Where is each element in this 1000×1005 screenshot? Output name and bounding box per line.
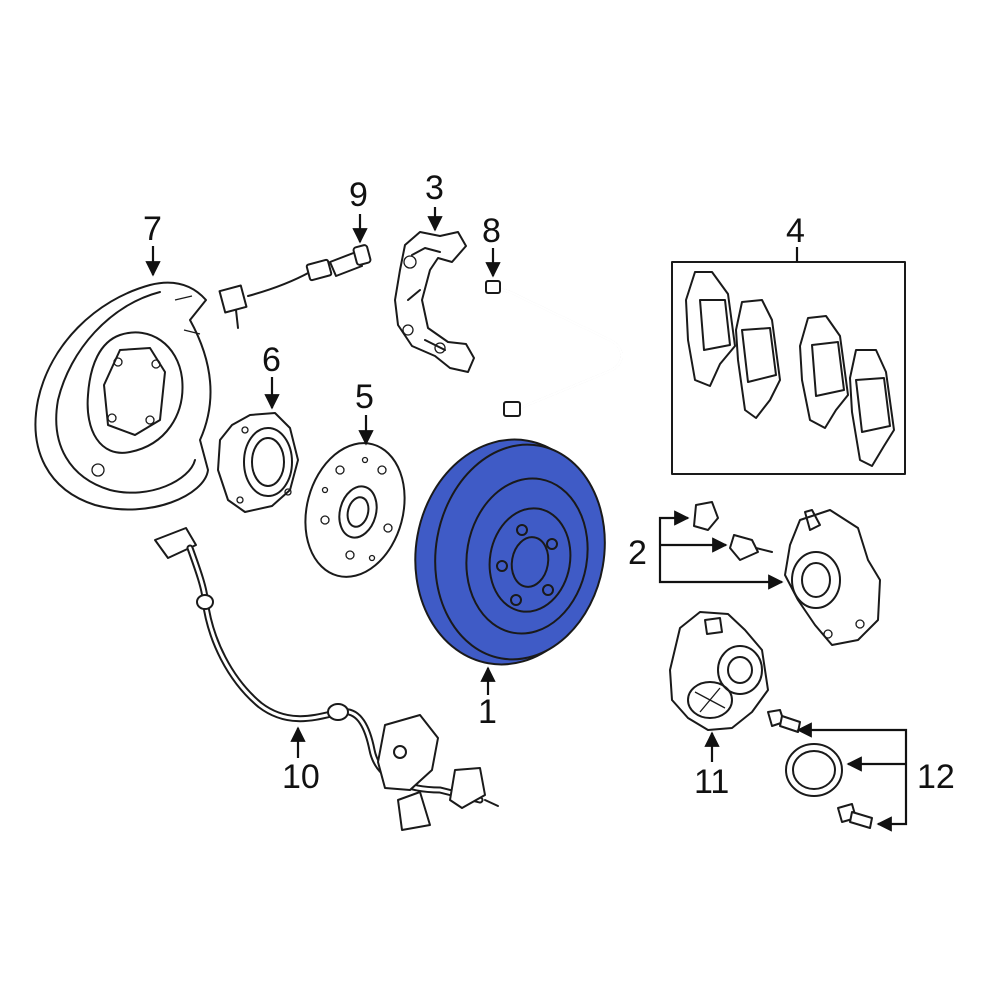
part-7-backing-plate[interactable] — [34, 281, 212, 511]
callout-6[interactable]: 6 — [262, 341, 281, 379]
callout-8[interactable]: 8 — [482, 212, 501, 250]
part-5-hub-flange[interactable] — [291, 432, 419, 588]
callout-9[interactable]: 9 — [349, 176, 368, 214]
callout-7[interactable]: 7 — [143, 210, 162, 248]
part-11-parking-brake-motor[interactable] — [669, 611, 769, 731]
part-12-hardware[interactable] — [767, 709, 873, 829]
part-2-caliper-kit[interactable] — [693, 501, 881, 646]
callout-numbers: 7 9 3 8 4 6 5 2 1 10 11 12 — [143, 169, 955, 801]
callout-12[interactable]: 12 — [917, 758, 955, 796]
callout-11[interactable]: 11 — [694, 763, 729, 801]
part-1-brake-rotor[interactable] — [398, 425, 622, 680]
callout-3[interactable]: 3 — [425, 169, 444, 207]
callout-arrows — [145, 207, 908, 832]
part-6-wheel-bearing[interactable] — [217, 412, 299, 513]
callout-4[interactable]: 4 — [786, 212, 805, 250]
part-10-abs-sensor[interactable] — [154, 527, 499, 831]
part-4-brake-pads[interactable] — [671, 261, 906, 475]
part-9-wear-sensor[interactable] — [218, 244, 372, 329]
callout-2[interactable]: 2 — [628, 534, 647, 572]
callout-1[interactable]: 1 — [478, 693, 497, 731]
part-8-brake-line[interactable] — [485, 280, 623, 417]
callout-10[interactable]: 10 — [282, 758, 320, 796]
callout-5[interactable]: 5 — [355, 378, 374, 416]
part-3-caliper-bracket[interactable] — [394, 231, 475, 373]
